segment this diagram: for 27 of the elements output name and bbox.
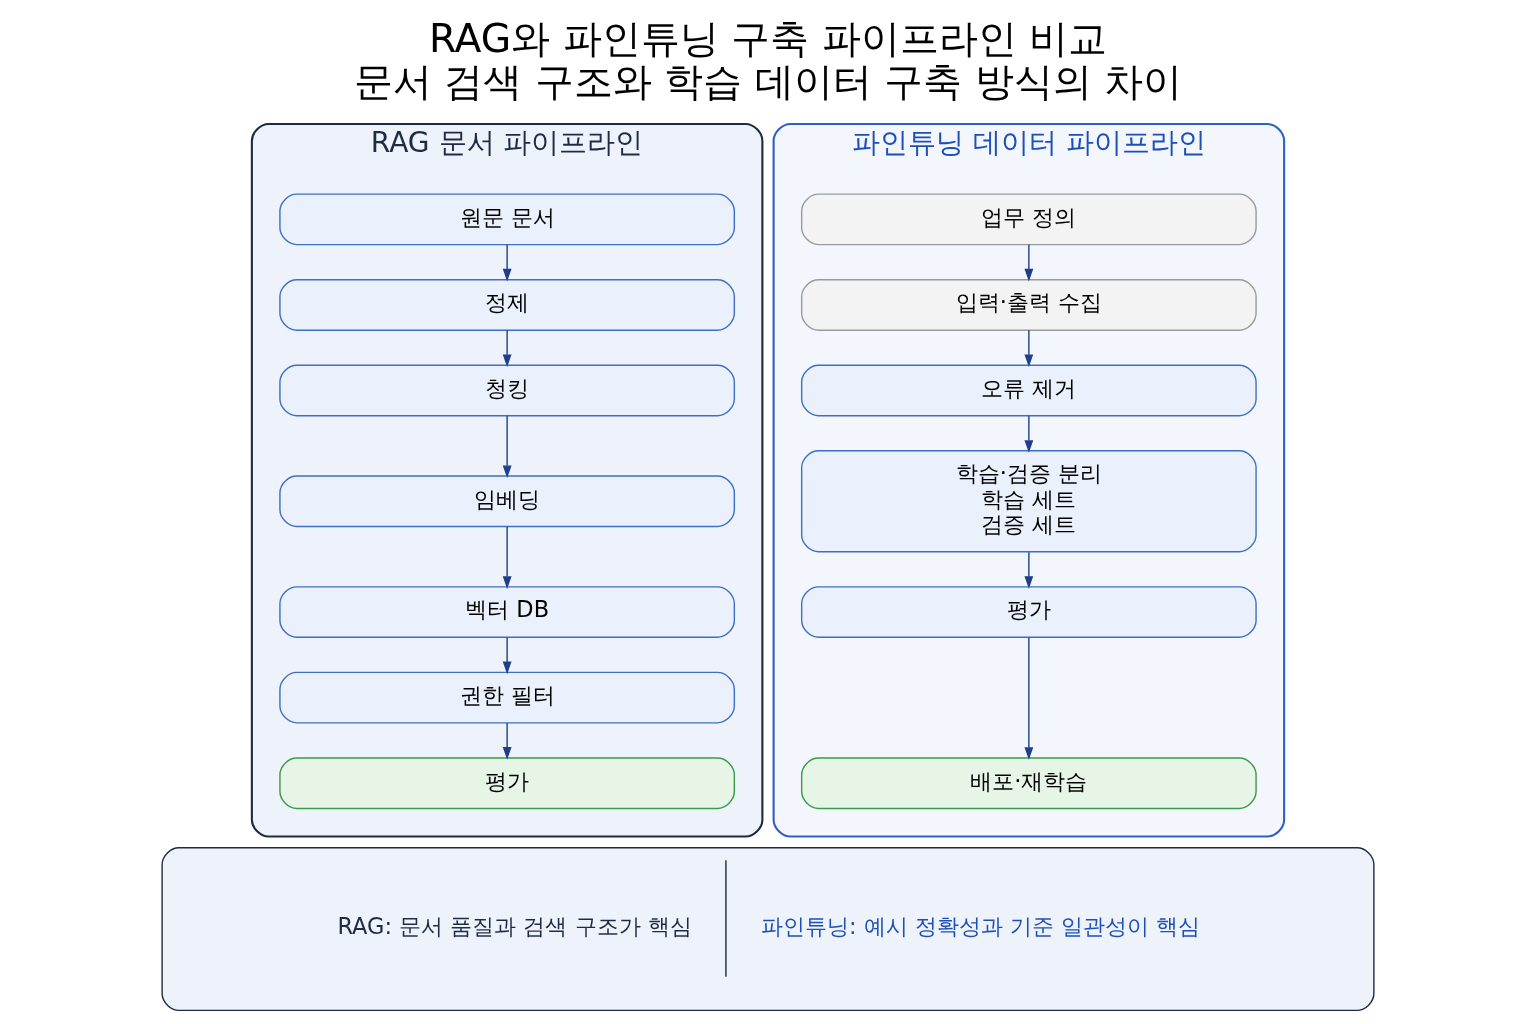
arrow xyxy=(502,721,512,760)
node-box: 평가 xyxy=(800,585,1257,638)
node-box: 배포·재학습 xyxy=(800,756,1257,809)
node-box: 임베딩 xyxy=(279,474,736,527)
node-box: 학습·검증 분리 학습 세트 검증 세트 xyxy=(800,449,1257,552)
arrow xyxy=(502,329,512,367)
node-box: RAG: 문서 품질과 검색 구조가 핵심 파인튜닝: 예시 정확성과 기준 일관성이 핵심 xyxy=(161,846,1375,1011)
arrow xyxy=(1024,329,1034,367)
node-box: 원문 문서 xyxy=(279,192,736,245)
caption: 문서 검색 구조와 학습 데이터 구축 방식의 차이 xyxy=(353,58,1183,104)
arrow xyxy=(1024,636,1034,760)
node-box: 청킹 xyxy=(279,364,736,416)
arrow xyxy=(502,243,512,281)
node-box: 오류 제거 xyxy=(800,364,1257,416)
node-box: 정제 xyxy=(279,278,736,331)
arrow xyxy=(1024,243,1034,281)
node-box: 업무 정의 xyxy=(800,192,1257,245)
diagram-title: RAG와 파인튜닝 구축 파이프라인 비교 xyxy=(428,15,1108,61)
arrow xyxy=(502,525,512,589)
node-box: 권한 필터 xyxy=(279,671,736,724)
node-box: 벡터 DB xyxy=(279,585,736,638)
arrow xyxy=(1024,551,1034,589)
arrow xyxy=(1024,414,1034,453)
arrow xyxy=(502,636,512,674)
node-box: 평가 xyxy=(279,756,736,809)
arrow xyxy=(502,414,512,478)
node-box: 입력·출력 수집 xyxy=(800,278,1257,331)
